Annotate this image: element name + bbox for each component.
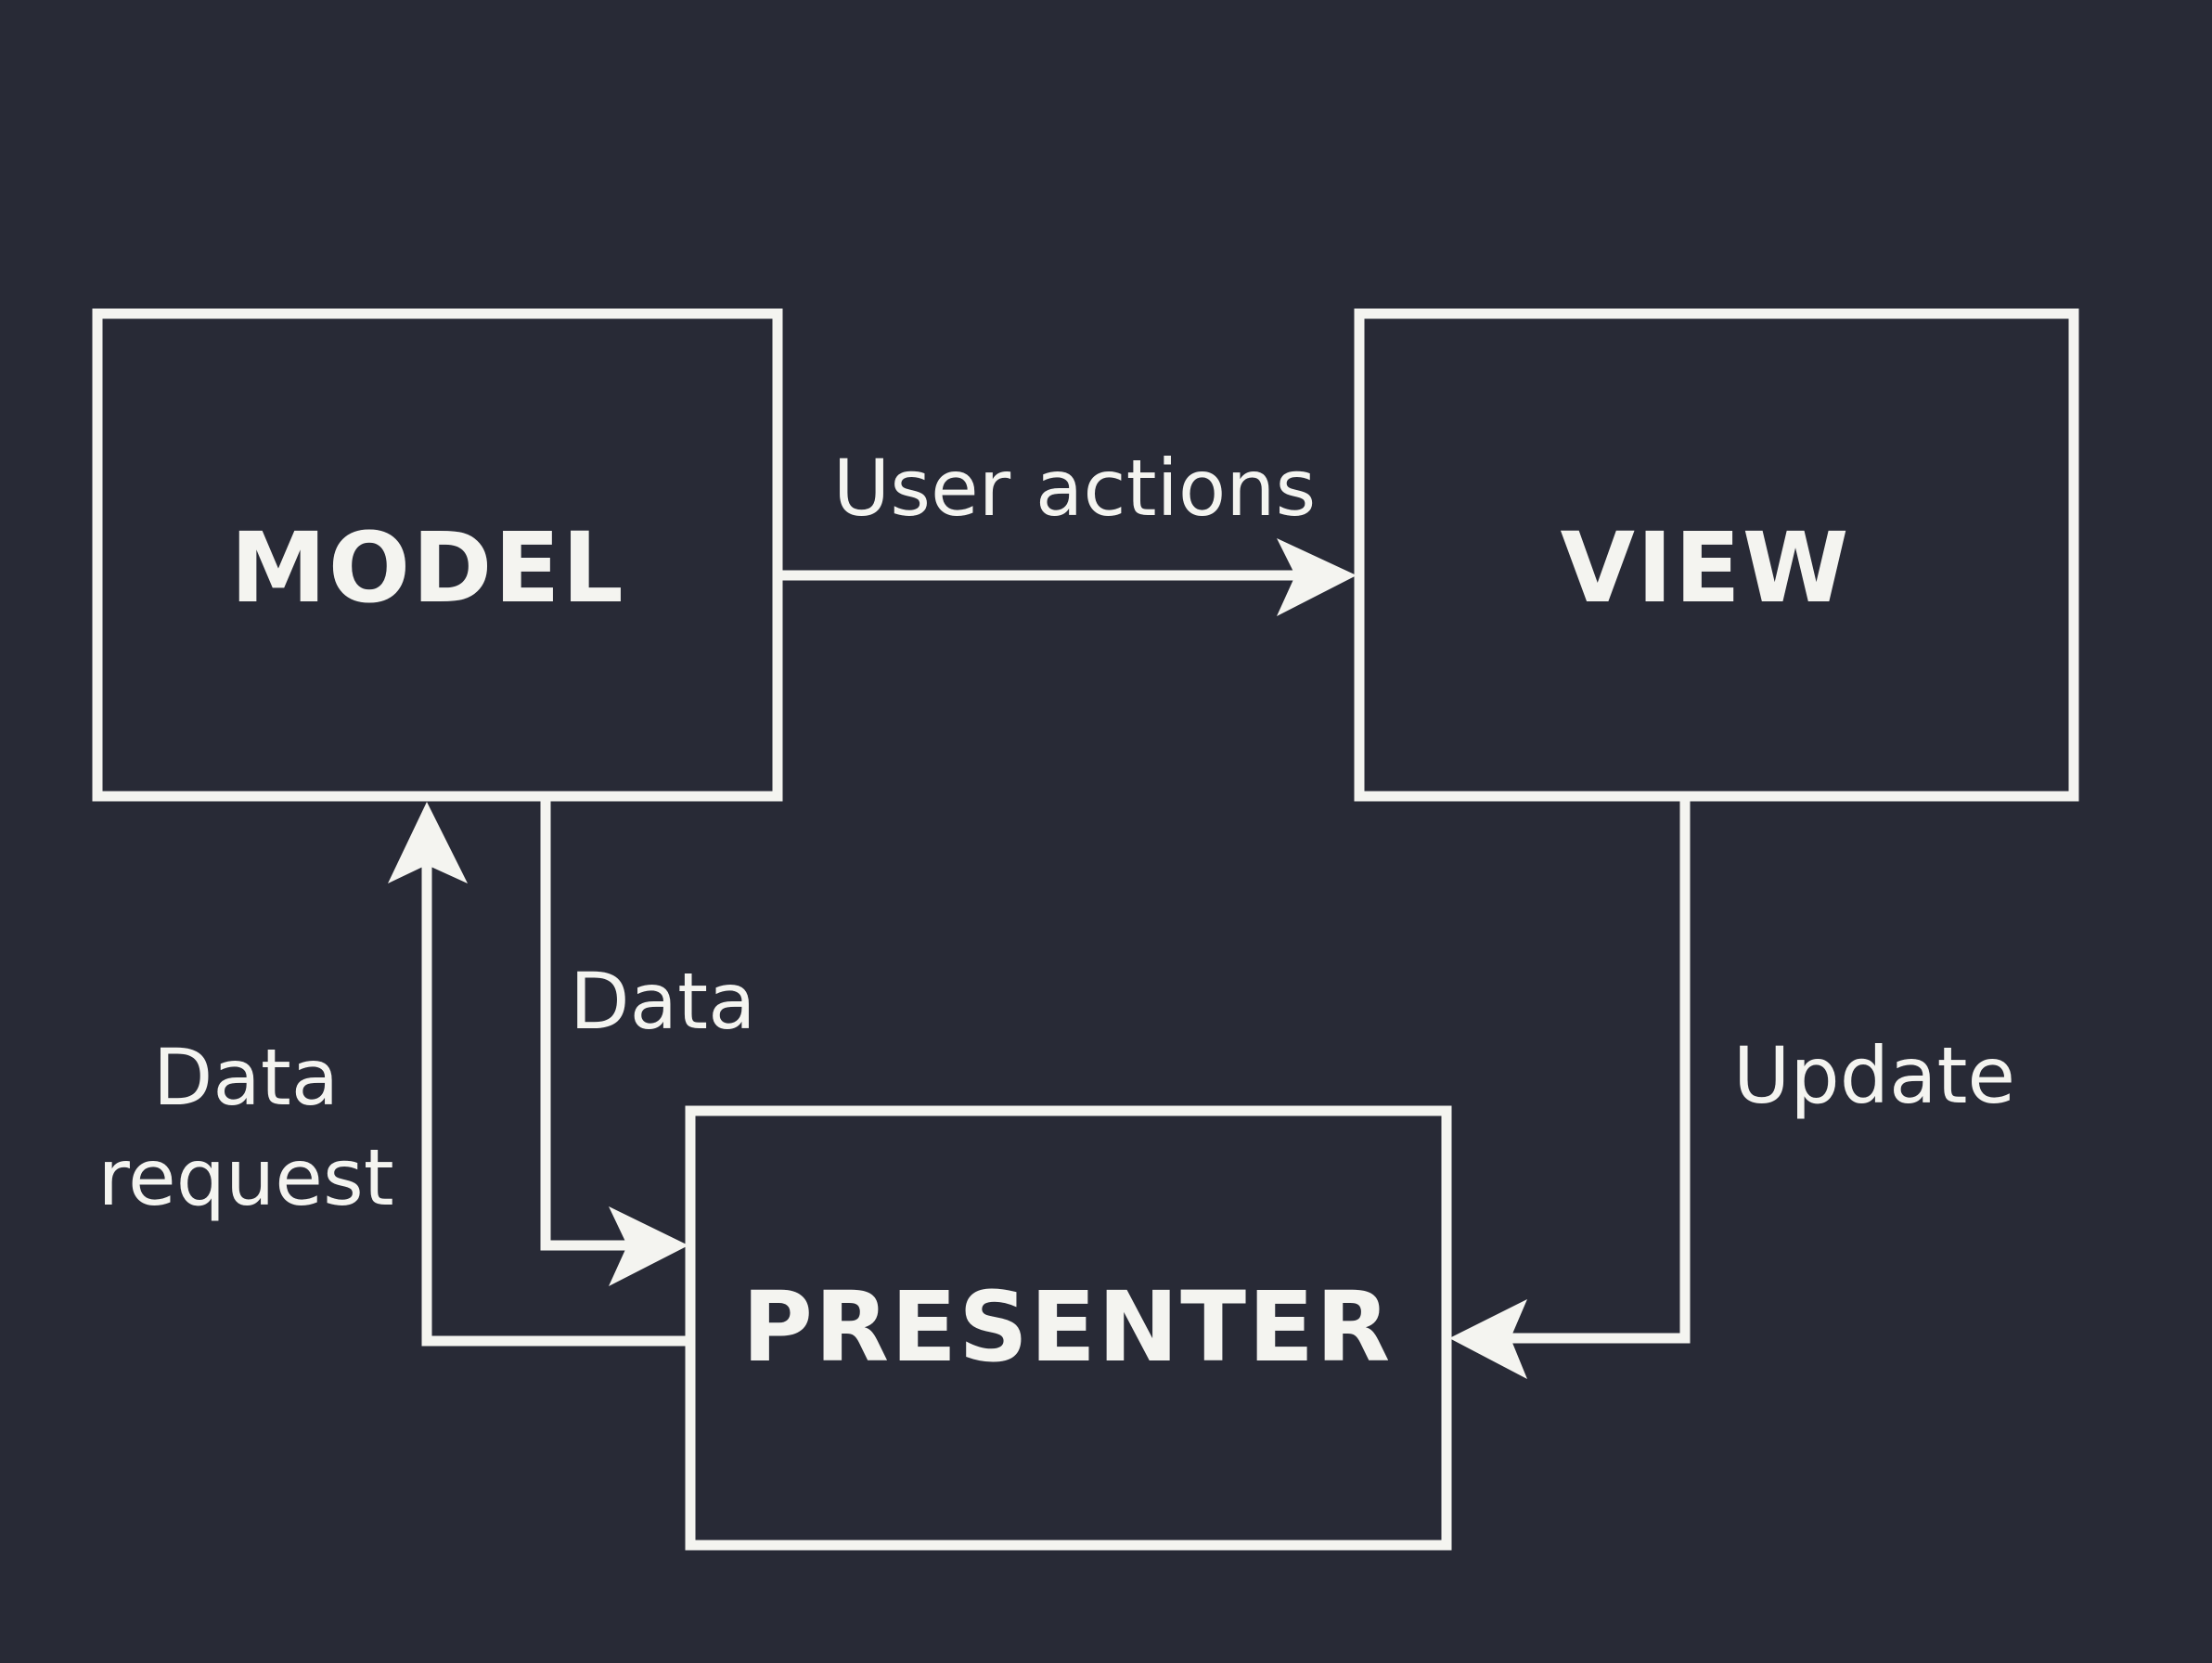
data-request-arrowhead	[388, 802, 468, 883]
data-arrowhead	[609, 1206, 688, 1286]
user-actions-label: User actions	[833, 443, 1317, 534]
data-request-line	[421, 861, 690, 1347]
model-label: MODEL	[230, 511, 625, 625]
view-node: VIEW	[1354, 308, 2079, 802]
model-box	[92, 308, 783, 802]
model-node: MODEL	[92, 308, 783, 802]
edge-user-actions: User actions	[778, 443, 1357, 616]
update-arrowhead	[1449, 1299, 1527, 1379]
data-request-label-line1: Data	[153, 1032, 340, 1123]
user-actions-arrowhead	[1277, 538, 1357, 616]
data-request-label-line2: request	[97, 1132, 393, 1223]
presenter-box	[685, 1105, 1452, 1551]
view-box	[1354, 308, 2079, 802]
view-label: VIEW	[1561, 511, 1851, 625]
presenter-node: PRESENTER	[685, 1105, 1452, 1551]
edge-data: Data	[540, 796, 756, 1286]
edge-update: Update	[1449, 796, 2015, 1379]
presenter-label: PRESENTER	[742, 1270, 1392, 1384]
edge-data-request: Data request	[97, 802, 690, 1347]
data-label: Data	[570, 956, 756, 1047]
data-line	[540, 796, 631, 1251]
update-line	[1503, 796, 1691, 1344]
update-label: Update	[1733, 1030, 2015, 1121]
